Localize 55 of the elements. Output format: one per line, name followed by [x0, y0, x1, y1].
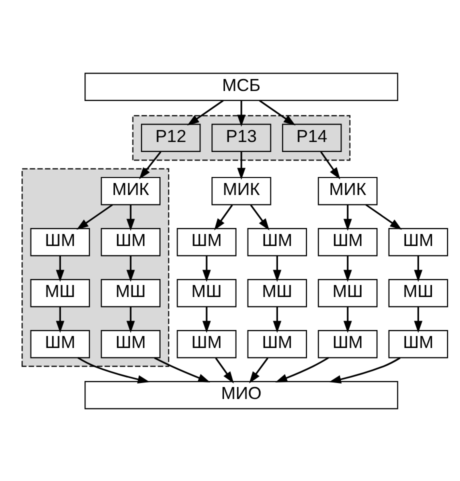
node-box: ШМ — [317, 329, 378, 358]
node-box: Р14 — [282, 123, 342, 152]
arrow — [126, 204, 134, 230]
node-box: ШМ — [246, 329, 306, 358]
arrow — [154, 356, 210, 382]
node-box: ШМ — [176, 329, 236, 358]
arrow — [364, 204, 402, 230]
node-box: ШМ — [30, 329, 90, 358]
arrow — [126, 306, 134, 332]
node-box: МШ — [176, 278, 236, 307]
arrow — [274, 356, 328, 382]
node-box: ШМ — [388, 227, 448, 256]
node-box: МШ — [317, 278, 378, 307]
arrow — [258, 99, 296, 126]
arrow — [214, 357, 234, 383]
arrow — [76, 204, 112, 230]
node-box: МИО — [84, 380, 398, 409]
arrow — [272, 306, 281, 332]
arrow — [55, 256, 64, 282]
node-box: МСБ — [84, 72, 398, 101]
arrow — [214, 204, 232, 230]
arrow — [138, 150, 161, 179]
node-box: ШМ — [100, 227, 160, 256]
node-box: Р13 — [211, 123, 271, 152]
arrow — [186, 99, 224, 126]
node-box: МИК — [211, 176, 271, 205]
arrow — [414, 256, 422, 282]
arrow — [343, 256, 352, 282]
arrow — [202, 306, 210, 332]
arrow — [126, 256, 134, 282]
arrow — [328, 356, 400, 383]
node-box: ШМ — [317, 227, 378, 256]
node-box: МИК — [317, 176, 378, 205]
arrow — [343, 306, 352, 332]
node-box: ШМ — [100, 329, 160, 358]
node-box: ШМ — [30, 227, 90, 256]
node-box: ШМ — [176, 227, 236, 256]
node-box: МШ — [388, 278, 448, 307]
arrow — [250, 204, 269, 230]
node-box: ШМ — [246, 227, 306, 256]
arrow — [55, 306, 64, 332]
node-box: МШ — [246, 278, 306, 307]
arrow — [236, 151, 246, 180]
arrow — [248, 357, 268, 383]
arrow — [202, 256, 210, 282]
arrow — [343, 204, 352, 230]
node-box: МШ — [30, 278, 90, 307]
node-box: МИК — [100, 176, 160, 205]
arrow — [320, 150, 340, 179]
arrow — [236, 100, 246, 126]
node-box: Р12 — [140, 123, 200, 152]
arrow — [414, 306, 422, 332]
arrow — [272, 256, 281, 282]
node-box: ШМ — [388, 329, 448, 358]
node-box: МШ — [100, 278, 160, 307]
